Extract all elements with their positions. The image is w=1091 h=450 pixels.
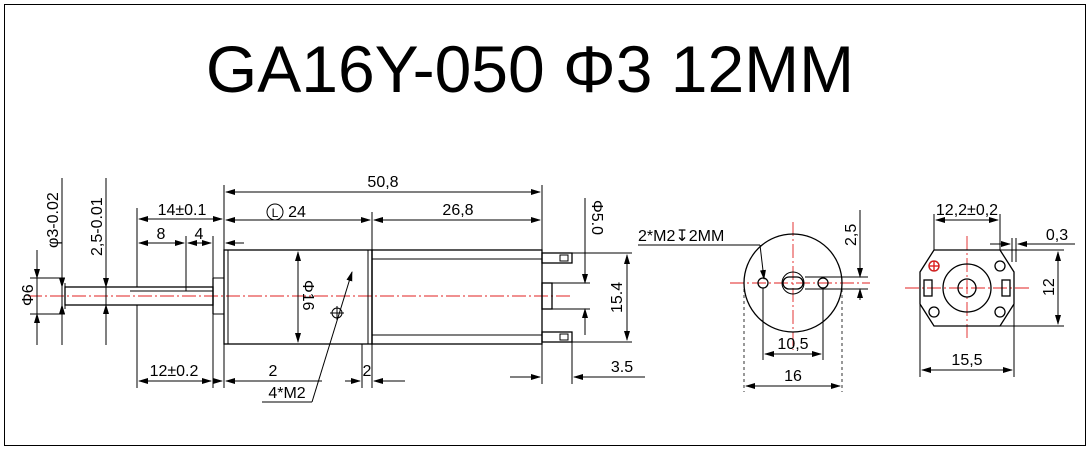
shaft-length-label: 14±0.1 xyxy=(158,202,207,219)
shaft-flat-diameter-label: φ3-0.02 xyxy=(45,192,62,248)
front-plate-offset-label: 2 xyxy=(269,363,278,380)
rear-bearing xyxy=(541,282,553,310)
rear-width-top-label: 12,2±0,2 xyxy=(936,202,998,219)
front-holes-label: 2*M2↧2MM xyxy=(638,228,724,245)
mounting-holes-label: 4*M2 xyxy=(268,385,305,402)
front-hole-offset-label: 2,5 xyxy=(843,224,860,246)
drawing-title: GA16Y-050 Φ3 12MM xyxy=(206,32,854,106)
motor-length-label: 26,8 xyxy=(442,202,473,219)
rear-width-label: 15,5 xyxy=(951,352,982,369)
terminal-length-label: 3.5 xyxy=(611,359,633,376)
output-shaft-end xyxy=(782,276,804,290)
rear-view: 12,2±0,2 0,3 12 15,5 xyxy=(905,202,1075,377)
front-view: 2*M2↧2MM 2,5 10,5 16 xyxy=(638,210,870,392)
shaft-flat-depth-label: 2,5-0.01 xyxy=(89,197,106,256)
terminal-bottom xyxy=(541,331,573,343)
rear-terminal-right xyxy=(1001,279,1011,297)
shaft-base-diameter-label: Φ6 xyxy=(20,284,37,306)
gearbox-length-label: 24 xyxy=(288,204,306,221)
length-symbol: L xyxy=(272,206,279,220)
terminal-top xyxy=(541,252,573,264)
mid-plate-thickness-label: 2 xyxy=(363,363,372,380)
side-view: 50,8 L 24 26,8 14±0.1 8 4 φ3-0.02 2,5-0.… xyxy=(20,174,645,403)
shaft-segment-a-label: 8 xyxy=(157,226,166,243)
front-diameter-label: 16 xyxy=(784,368,802,385)
rear-terminal-left xyxy=(923,279,933,297)
rear-edge-offset-label: 0,3 xyxy=(1046,227,1068,244)
shaft-front-length-label: 12±0.2 xyxy=(150,363,199,380)
rear-cap-ring xyxy=(942,263,992,313)
length-symbol-circle xyxy=(266,203,284,221)
body-diameter-label: Φ16 xyxy=(299,280,316,311)
drawing-frame xyxy=(4,4,1086,446)
rear-height-label: 12 xyxy=(1041,278,1058,296)
terminal-span-label: 15.4 xyxy=(609,282,626,313)
bearing-diameter-label: Φ5.0 xyxy=(588,200,605,235)
rear-bearing-hole xyxy=(957,278,977,298)
overall-length-label: 50,8 xyxy=(367,174,398,191)
shaft-segment-b-label: 4 xyxy=(195,226,204,243)
front-hole-spacing-label: 10,5 xyxy=(777,336,808,353)
motor-body xyxy=(371,249,543,345)
